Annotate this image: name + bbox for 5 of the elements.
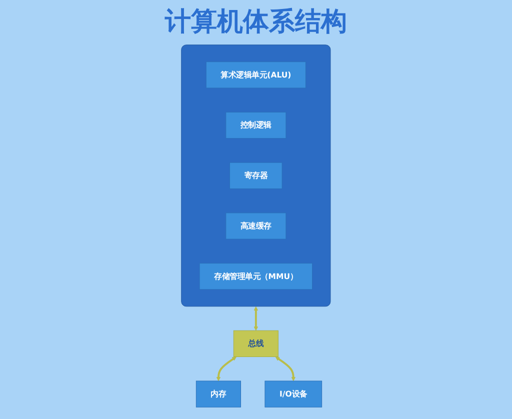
- diagram-title: 计算机体系结构: [164, 6, 348, 39]
- cluster: [181, 44, 331, 307]
- arrow: [275, 356, 296, 382]
- arrow: [254, 306, 258, 331]
- arrow: [216, 356, 237, 382]
